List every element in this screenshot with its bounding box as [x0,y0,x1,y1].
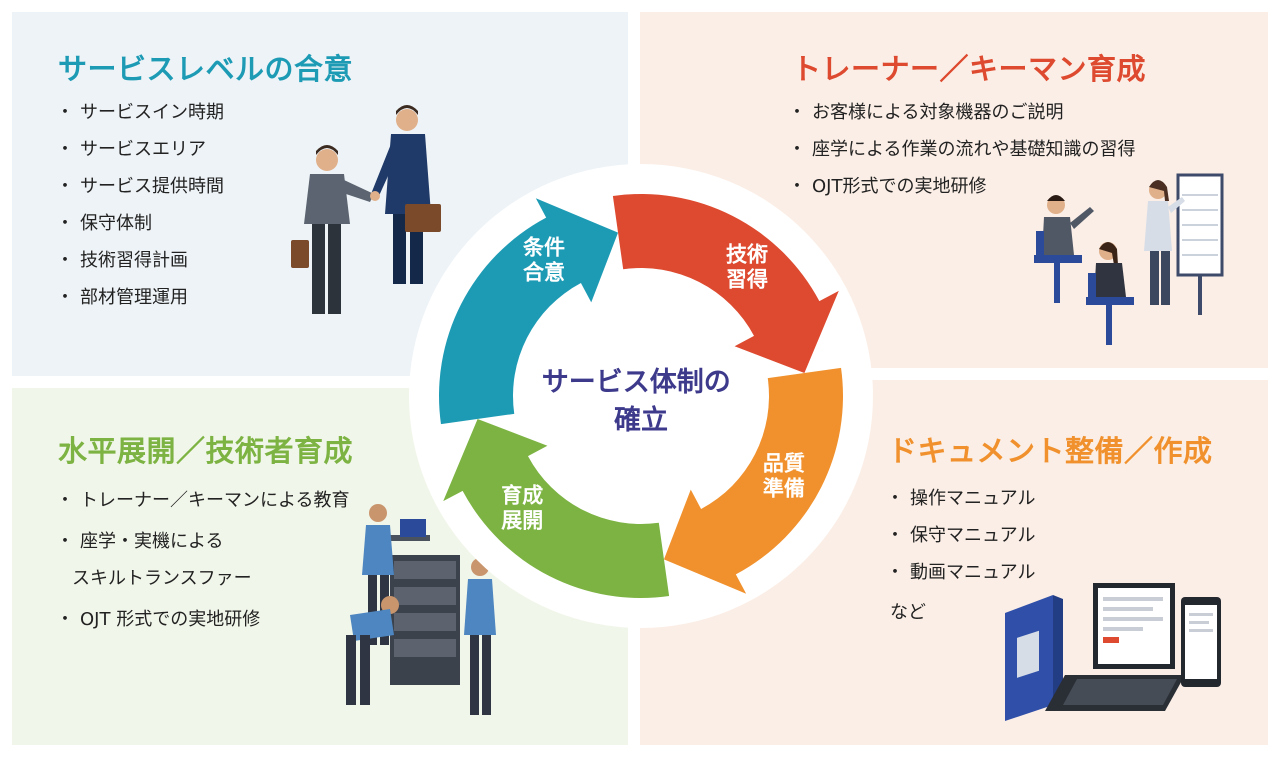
cycle-segment-label-line: 準備 [763,477,805,501]
cycle-segment-label: 条件合意 [523,236,565,285]
list-item: サービスエリア [56,131,224,168]
cycle-center-line: 確立 [614,404,668,436]
list-item: OJT形式での実地研修 [788,168,1135,205]
list-item: サービスイン時期 [56,94,224,131]
classroom-illustration [1034,173,1224,345]
list-item: お客様による対象機器のご説明 [788,94,1135,131]
cycle-segment-label-line: 展開 [501,509,543,533]
cycle-segment-label: 育成展開 [501,484,543,533]
handshake-illustration [291,105,441,314]
list-item: トレーナー／キーマンによる教育 [56,482,349,519]
title-trainer: トレーナー／キーマン育成 [792,52,1147,86]
list-item: OJT 形式での実地研修 [56,601,349,638]
cycle-segment-label: 技術習得 [726,243,768,292]
title-service-level: サービスレベルの合意 [58,52,354,86]
list-item: サービス提供時間 [56,168,224,205]
cycle-segment-label: 品質準備 [763,452,805,501]
cycle-segment-label-line: 品質 [763,452,805,476]
list-item: 保守体制 [56,205,224,242]
list-item: 座学・実機による [56,523,349,560]
cycle-segment-label-line: 技術 [726,243,768,267]
list-item: 保守マニュアル [886,517,1035,554]
list-service-level: サービスイン時期 サービスエリア サービス提供時間 保守体制 技術習得計画 部材… [56,94,224,316]
title-horizontal-expansion: 水平展開／技術者育成 [58,434,354,468]
cycle-arrow [663,367,844,594]
list-item: 動画マニュアル [886,554,1035,591]
title-documents: ドキュメント整備／作成 [888,434,1213,468]
list-horizontal-expansion: トレーナー／キーマンによる教育 座学・実機による スキルトランスファー OJT … [56,482,349,638]
documents-note: など [890,602,926,623]
list-documents: 操作マニュアル 保守マニュアル 動画マニュアル [886,480,1035,591]
cycle-segment-label-line: 習得 [726,268,768,292]
cycle-segment-label-line: 条件 [523,236,565,260]
list-item: スキルトランスファー [72,568,252,589]
documents-illustration [1005,583,1221,721]
cycle-segment-label-line: 育成 [501,484,543,508]
cycle-center-label: サービス体制の 確立 [542,367,740,436]
cycle-arrow [443,418,670,599]
list-item: 座学による作業の流れや基礎知識の習得 [788,131,1135,168]
list-item: 技術習得計画 [56,242,224,279]
cycle-center-line: サービス体制の [542,367,731,398]
cycle-arrow [439,198,619,425]
list-item: 部材管理運用 [56,279,224,316]
list-item: 操作マニュアル [886,480,1035,517]
cycle-segment-label-line: 合意 [523,261,565,285]
cycle-arrow [612,193,839,374]
technicians-illustration [346,504,496,715]
list-trainer: お客様による対象機器のご説明 座学による作業の流れや基礎知識の習得 OJT形式で… [788,94,1135,205]
